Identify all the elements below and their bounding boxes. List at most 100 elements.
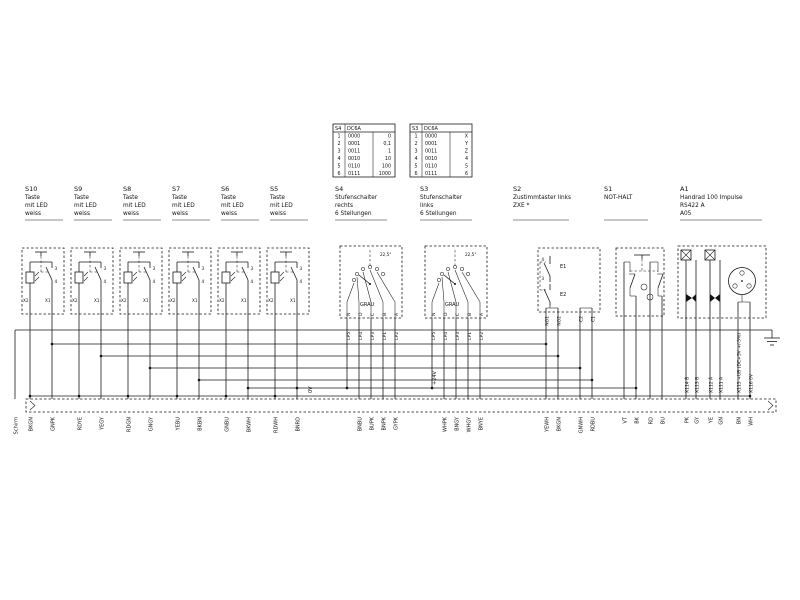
angle-label: 22,5° <box>465 252 476 257</box>
table-cell: 1 <box>414 133 417 139</box>
wire-color-label: RDGN <box>127 417 133 432</box>
component-ref: S9 <box>74 185 82 193</box>
terminal-label: LP3 <box>455 332 461 340</box>
wire-color-label: RD <box>649 417 655 424</box>
terminal-label: LP4 <box>443 332 449 340</box>
led-lamp-icon <box>221 271 231 284</box>
wire-color-label: WH <box>749 417 755 426</box>
table-cell: 0 <box>388 133 391 139</box>
table-cell: 0011 <box>348 148 360 154</box>
component-ref: S1 <box>604 185 612 193</box>
junction-dot <box>544 342 548 346</box>
component-desc: Taste <box>24 195 40 201</box>
wiper <box>358 274 371 285</box>
wire-color-label: PK <box>685 416 691 423</box>
selector-box-S3 <box>424 245 488 319</box>
table-cell: 0,1 <box>383 141 391 147</box>
table-cell: 4 <box>414 156 417 162</box>
contact-pin: 4 <box>202 279 205 284</box>
table-cell: Z <box>465 148 469 154</box>
component-ref: S5 <box>270 185 278 193</box>
component-desc: mit LED <box>74 203 97 209</box>
wire-color-label: RDWH <box>274 417 280 433</box>
component-desc: mit LED <box>221 203 244 209</box>
rotary-contact-icon <box>368 265 372 269</box>
junction-dot <box>197 378 201 382</box>
table-cell: 1 <box>337 133 340 139</box>
component-desc: ZXE * <box>513 203 529 209</box>
contact-bridge <box>241 266 249 281</box>
terminal-label: X1 <box>45 298 51 303</box>
component-desc: Taste <box>171 195 187 201</box>
shape <box>441 276 445 303</box>
junction-dot <box>224 394 228 398</box>
rotary-contact-icon <box>352 278 356 282</box>
shape <box>680 249 692 261</box>
position-label: B <box>467 313 473 316</box>
component-desc: Stufenschalter <box>335 195 378 201</box>
shape <box>732 283 738 289</box>
component-desc: A05 <box>680 211 692 217</box>
color-label: GRAU <box>360 302 375 308</box>
button-box-S6 <box>217 247 261 315</box>
rotary-contact-icon <box>355 272 359 276</box>
position-label: C <box>455 313 461 316</box>
wire-color-label: GY <box>695 416 701 424</box>
shape <box>739 270 745 276</box>
selector-box-S4 <box>339 245 403 319</box>
terminal-label: X1 <box>290 298 296 303</box>
wire-color-label: BU <box>661 417 667 424</box>
component-desc: Zustimmtaster links <box>513 195 571 201</box>
terminal-label: X1 <box>94 298 100 303</box>
shape <box>132 276 138 282</box>
contact-bridge <box>45 266 53 281</box>
wire-color-label: BKBN <box>198 417 204 431</box>
button-box-S8 <box>119 247 163 315</box>
contact-bridge <box>290 266 298 281</box>
contact-pin: 4 <box>104 279 107 284</box>
junction-dot <box>246 386 250 390</box>
wire-color-label: GNGY <box>149 416 155 431</box>
position-label: N <box>431 313 437 316</box>
terminal-label: C2 <box>579 316 585 322</box>
junction-dot <box>578 366 582 370</box>
shape <box>461 271 481 303</box>
wire-color-label: YEBU <box>176 417 182 432</box>
wire-color-label: GYPK <box>394 416 400 430</box>
a1-box <box>677 245 767 319</box>
wire-color-label: YE <box>709 417 715 424</box>
junction-dot <box>50 342 54 346</box>
junction-dot <box>430 386 434 390</box>
button-box-S9 <box>70 247 114 315</box>
junction-dot <box>556 354 560 358</box>
terminal-label: LP1 <box>382 332 388 340</box>
table-cell: 1000 <box>379 171 391 177</box>
contact-bridge <box>629 273 636 289</box>
component-ref: S6 <box>221 185 229 193</box>
junction-dot <box>175 394 179 398</box>
wire-color-label: BNGY <box>455 416 461 431</box>
rotary-contact-icon <box>453 265 457 269</box>
table-cell: 0110 <box>425 163 437 169</box>
contact-bridge <box>657 273 664 289</box>
shape <box>741 280 743 282</box>
table-cell: 0011 <box>425 148 437 154</box>
junction-dot <box>28 394 32 398</box>
table-cell: 3 <box>337 148 340 154</box>
position-label: N <box>346 313 352 316</box>
terminal-label: X2 <box>121 298 127 303</box>
wire-color-label: BKGN <box>557 417 563 432</box>
wire-color-label: YEWH <box>545 417 551 433</box>
led-lamp-icon <box>172 271 182 284</box>
component-desc: NOT-HALT <box>604 195 633 201</box>
table-cell: Y <box>464 141 468 147</box>
terminal-label: NO2 <box>557 316 563 326</box>
wire-color-label: BNYE <box>479 417 485 430</box>
button-box-S5 <box>266 247 310 315</box>
shape <box>376 271 396 303</box>
twisted-pair-icon <box>692 294 696 302</box>
position-label: D <box>358 312 364 316</box>
table-cell: 4 <box>465 156 468 162</box>
